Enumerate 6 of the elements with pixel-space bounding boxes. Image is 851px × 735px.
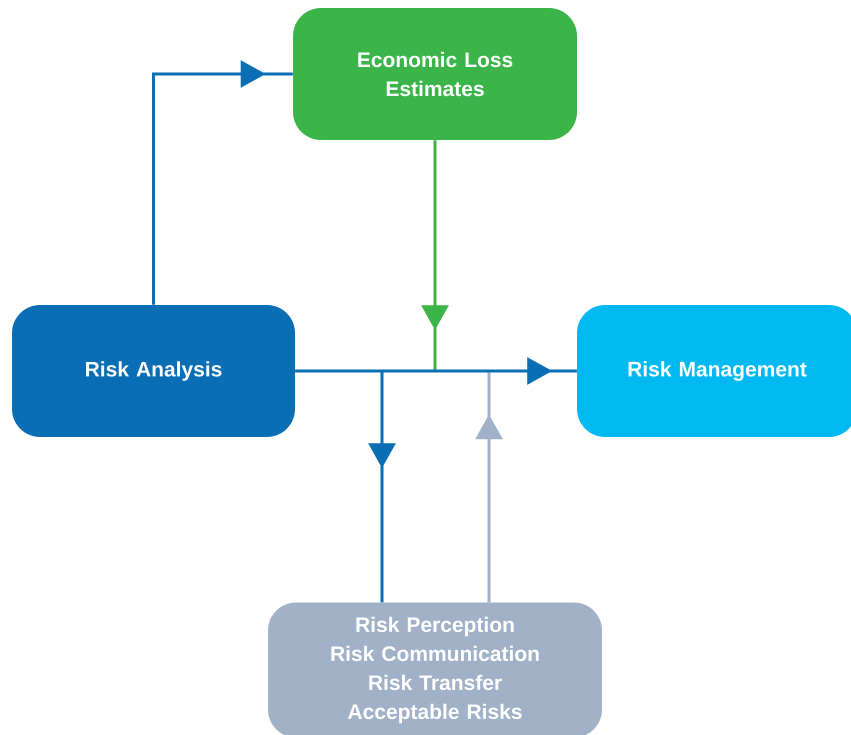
process-box: Risk Management	[577, 305, 851, 437]
arrow	[295, 370, 396, 602]
process-box: Risk Perception Risk Communication Risk Transfer Acceptable Risks	[268, 602, 602, 735]
process-box: Risk Analysis	[12, 305, 295, 437]
process-box: Economic Loss Estimates	[293, 8, 577, 140]
arrow	[152, 60, 293, 305]
